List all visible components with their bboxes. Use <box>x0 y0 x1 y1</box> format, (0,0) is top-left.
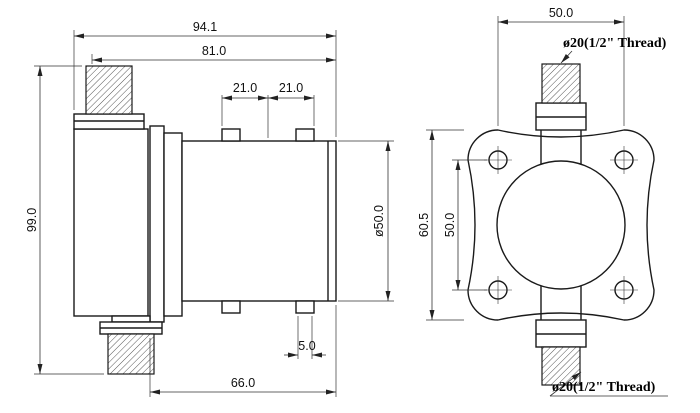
volute-circle <box>496 160 626 290</box>
motor-body <box>181 140 337 302</box>
clip-bottom-left <box>221 300 241 314</box>
front-view: 50.0 ø20(1/2" Thread) 60.5 50.0 ø20(1/2"… <box>417 6 668 397</box>
dim-text-5-0: 5.0 <box>298 339 315 353</box>
mounting-flange <box>467 129 655 321</box>
outlet-thread-section <box>107 333 155 375</box>
mounting-plate <box>149 125 183 323</box>
label-outlet-thread: ø20(1/2" Thread) <box>549 371 668 397</box>
inlet-flange <box>73 113 145 130</box>
dim-text-50-0-side: 50.0 <box>443 213 457 237</box>
dim-text-21-0-right: 21.0 <box>279 81 303 95</box>
pump-housing <box>73 128 149 317</box>
front-inlet <box>535 63 587 164</box>
dim-clip-spacing: 21.0 21.0 <box>221 81 315 138</box>
outlet-assembly <box>99 315 163 375</box>
dim-text-50-0-top: 50.0 <box>549 6 573 20</box>
dim-upper-length: 81.0 <box>91 44 336 64</box>
dim-text-81-0: 81.0 <box>202 44 226 58</box>
dim-text-21-0-left: 21.0 <box>233 81 257 95</box>
dim-bolt-spacing-height: 50.0 <box>443 159 487 291</box>
label-text-inlet-thread: ø20(1/2" Thread) <box>563 36 667 51</box>
dim-flange-height: 60.5 <box>417 129 464 321</box>
dim-text-66-0: 66.0 <box>231 376 255 390</box>
dim-motor-length: 66.0 <box>149 305 337 397</box>
outlet-neck <box>111 315 151 323</box>
label-text-outlet-thread: ø20(1/2" Thread) <box>552 380 656 395</box>
front-inlet-thread <box>541 63 581 104</box>
clip-bottom-right <box>295 300 315 314</box>
dim-text-94-1: 94.1 <box>193 20 217 34</box>
dim-clip-offset: 5.0 <box>284 316 326 359</box>
side-view: 94.1 81.0 21.0 21.0 99.0 <box>25 20 394 397</box>
dim-text-dia-50-0: ø50.0 <box>372 205 386 237</box>
bolt-holes <box>484 146 638 304</box>
dim-text-99-0: 99.0 <box>25 208 39 232</box>
dim-body-diameter: ø50.0 <box>338 140 394 302</box>
dim-overall-length: 94.1 <box>73 20 337 137</box>
dim-overall-height: 99.0 <box>25 65 104 375</box>
dim-text-60-5: 60.5 <box>417 213 431 237</box>
label-inlet-thread: ø20(1/2" Thread) <box>560 36 667 64</box>
clip-top-right <box>295 128 315 142</box>
clip-top-left <box>221 128 241 142</box>
dim-bolt-spacing-width: 50.0 <box>497 6 625 126</box>
inlet-thread-section <box>85 65 133 115</box>
